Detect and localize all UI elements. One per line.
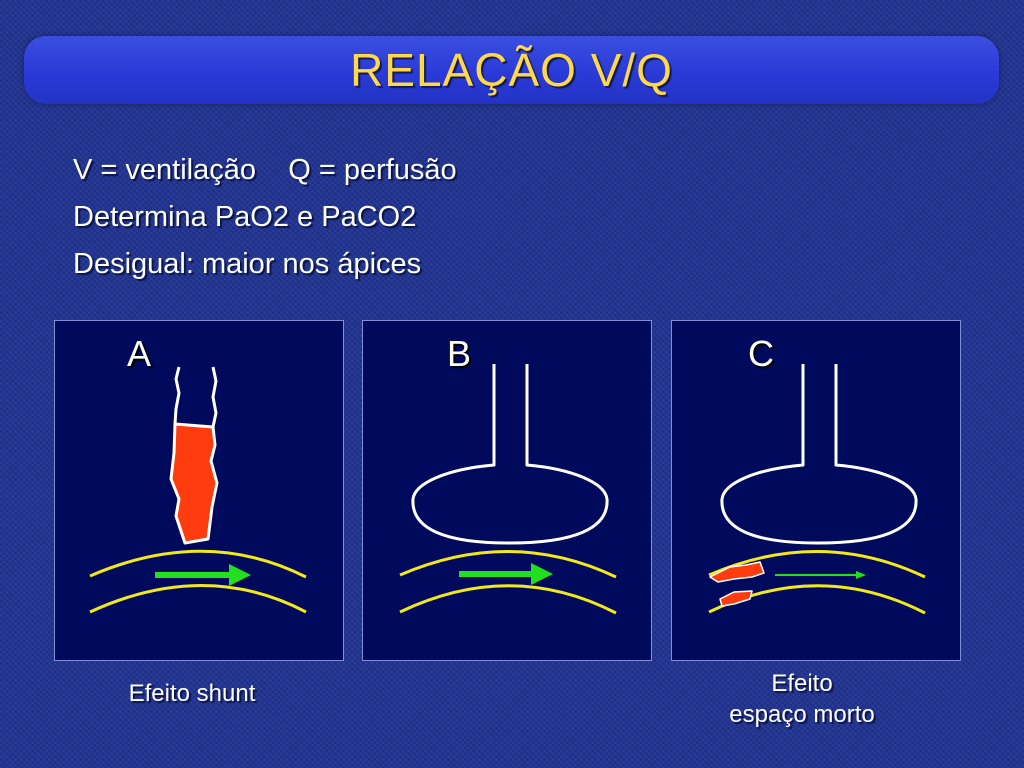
bullet-item: Desigual: maior nos ápices <box>73 248 422 280</box>
flow-arrow-head <box>229 564 251 586</box>
caption-a-text: Efeito shunt <box>128 680 256 707</box>
title-bar: RELAÇÃO V/Q <box>24 36 999 104</box>
bullet-item: V = ventilação Q = perfusão <box>73 154 457 186</box>
caption-c-line1: Efeito <box>771 670 833 697</box>
panel-b: B <box>362 320 652 661</box>
panel-c-letter: C <box>748 333 774 374</box>
caption-c-line2: espaço morto <box>729 701 875 728</box>
panel-a-letter: A <box>127 333 152 374</box>
vessel-obstruction <box>709 561 765 583</box>
slide-title: RELAÇÃO V/Q <box>350 44 673 96</box>
panel-a: A <box>54 320 344 661</box>
vessel-upper-wall <box>399 550 617 579</box>
vessel-obstruction <box>719 590 753 607</box>
caption-a: Efeito shunt <box>97 678 287 709</box>
flow-arrow-head <box>856 571 866 579</box>
panel-c: C <box>671 320 961 661</box>
alveolus-outline <box>720 364 918 545</box>
airway-left-wall <box>173 366 181 425</box>
caption-c: Efeito espaço morto <box>692 668 912 730</box>
bullet-list: V = ventilação Q = perfusão Determina Pa… <box>73 150 457 291</box>
vessel-upper-wall <box>708 550 926 579</box>
panel-a-diagram <box>89 366 307 614</box>
flow-arrow-head <box>531 563 553 585</box>
vessel-upper-wall <box>89 549 307 579</box>
panel-b-letter: B <box>447 333 472 374</box>
panel-b-diagram <box>399 364 617 615</box>
bullet-item: Determina PaO2 e PaCO2 <box>73 201 417 233</box>
vessel-lower-wall <box>399 584 617 615</box>
airway-right-wall <box>211 366 218 428</box>
panel-c-diagram <box>708 364 926 615</box>
vessel-lower-wall <box>89 584 307 614</box>
airway-obstruction <box>169 422 219 545</box>
alveolus-outline <box>411 364 609 545</box>
